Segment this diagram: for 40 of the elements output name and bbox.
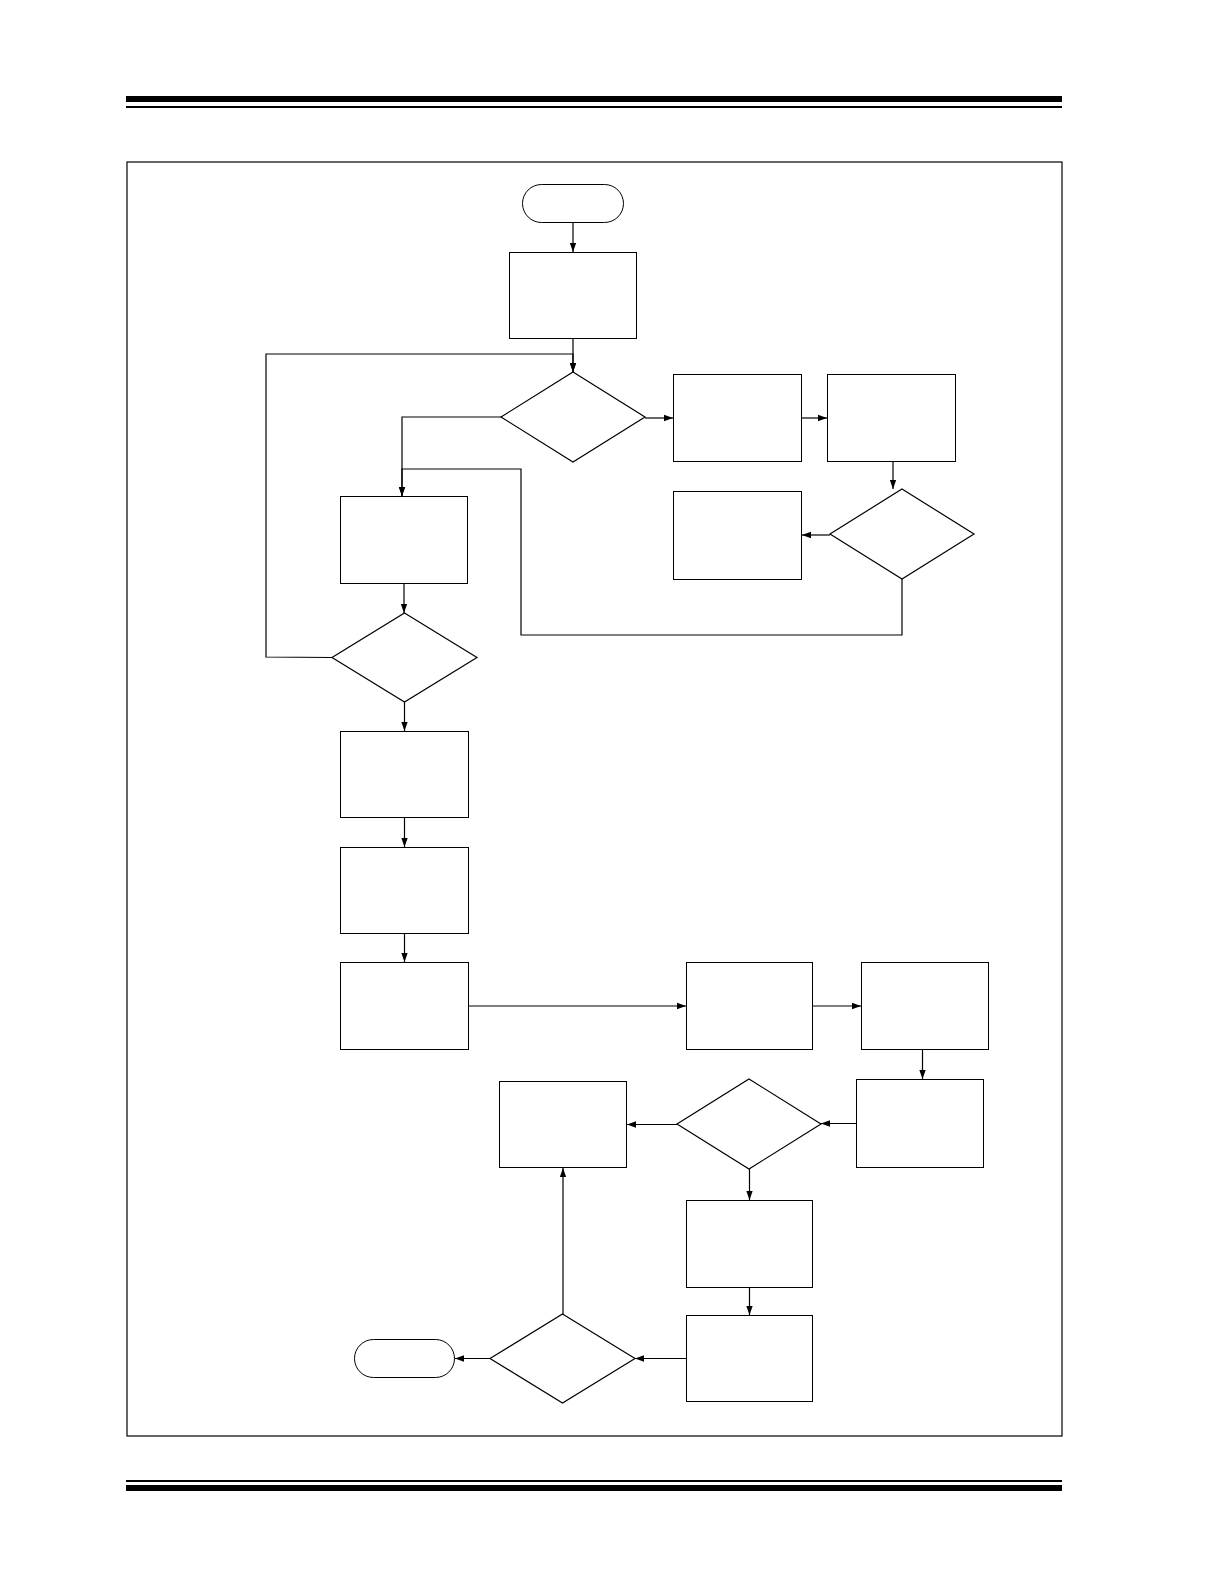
- process-box: [686, 1200, 813, 1288]
- arrow: [919, 1049, 926, 1080]
- decision-diamond: [830, 489, 974, 579]
- process-box: [340, 496, 468, 584]
- process-box: [673, 374, 802, 462]
- arrow: [569, 222, 577, 253]
- arrow: [401, 933, 408, 963]
- decision-diamond: [490, 1314, 635, 1403]
- arrow: [746, 1287, 753, 1316]
- arrow: [398, 468, 903, 636]
- decision-diamond: [677, 1079, 821, 1169]
- process-box: [856, 1079, 984, 1168]
- arrow: [746, 1168, 753, 1201]
- arrow: [801, 414, 828, 422]
- arrow: [644, 414, 674, 422]
- arrow: [468, 1002, 687, 1010]
- process-box: [340, 847, 469, 934]
- process-box: [340, 962, 469, 1050]
- arrow: [820, 1120, 857, 1127]
- process-box: [686, 962, 813, 1050]
- arrow: [265, 353, 577, 659]
- arrow: [401, 701, 408, 732]
- decision-diamond: [501, 372, 645, 462]
- process-box: [827, 374, 956, 462]
- arrow: [812, 1002, 862, 1010]
- arrow: [626, 1121, 678, 1128]
- arrow: [634, 1355, 687, 1362]
- process-box: [686, 1315, 813, 1402]
- process-box: [509, 252, 637, 339]
- decision-diamond: [332, 613, 477, 702]
- arrow: [401, 817, 408, 848]
- process-box: [673, 491, 802, 580]
- arrow: [400, 583, 408, 614]
- arrow: [889, 461, 897, 490]
- arrow: [801, 531, 831, 539]
- arrow: [454, 1355, 491, 1362]
- arrow: [559, 1167, 567, 1315]
- process-box: [340, 731, 469, 818]
- process-box: [499, 1081, 627, 1168]
- process-box: [861, 962, 989, 1050]
